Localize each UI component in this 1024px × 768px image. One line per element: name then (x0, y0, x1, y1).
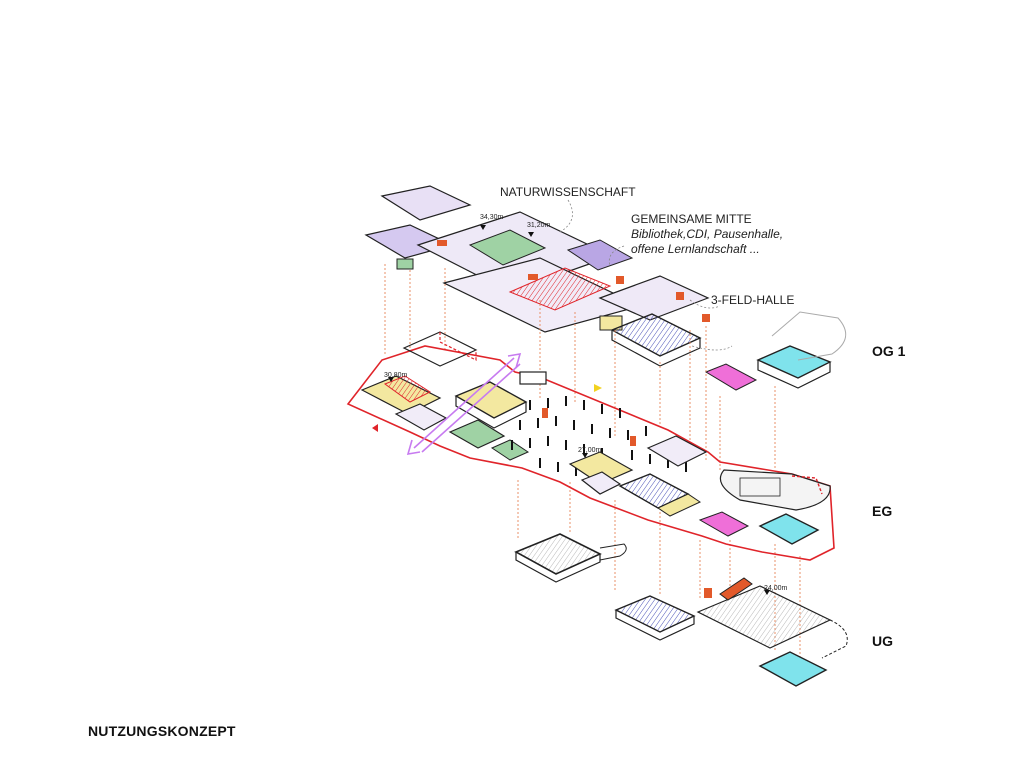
page-title: NUTZUNGSKONZEPT (88, 723, 236, 739)
stair-marker (437, 240, 447, 246)
label-gemeinsame-mitte-line1: Bibliothek,CDI, Pausenhalle, (631, 227, 784, 241)
og1-cyan-room (756, 345, 832, 379)
ug-orange-block (719, 577, 753, 601)
height-24-00: 24,00m (764, 585, 788, 592)
og1-roof-outline (771, 311, 847, 361)
label-gemeinsame-mitte-line2: offene Lernlandschaft ... (631, 242, 760, 256)
eg-pink-room (698, 511, 750, 537)
og1-stair-left (396, 258, 414, 270)
eg-oval-hall (719, 469, 831, 511)
floor-ug (514, 533, 848, 687)
height-34-30: 34,30m (480, 214, 504, 221)
height-30-80: 30,80m (384, 372, 408, 379)
ug-cyan-room (758, 651, 828, 687)
og1-wing-left (380, 185, 472, 221)
level-eg: EG (872, 503, 893, 519)
height-31-20: 31,20m (527, 222, 551, 229)
floor-eg (346, 331, 835, 561)
floor-og1 (364, 185, 847, 391)
level-ug: UG (872, 633, 893, 649)
og1-sports-hall (610, 313, 702, 357)
og1-lab-block (566, 239, 634, 271)
ug-grey-hall (696, 585, 832, 649)
eg-axis-arrow (406, 353, 522, 455)
eg-block-green (448, 419, 506, 449)
eg-yellow-marker (594, 384, 602, 392)
ug-blue-room (614, 595, 696, 633)
og1-science-block (468, 229, 547, 266)
height-27-00: 27,00m (578, 447, 602, 454)
label-3-feld-halle: 3-FELD-HALLE (711, 293, 795, 307)
callout-lines (559, 199, 733, 351)
eg-entrance (519, 371, 547, 385)
eg-cyan-room (758, 513, 820, 545)
level-og1: OG 1 (872, 343, 906, 359)
og1-wing-right (598, 275, 710, 321)
label-gemeinsame-mitte: GEMEINSAME MITTE (631, 212, 752, 226)
label-naturwissenschaft: NATURWISSENSCHAFT (500, 185, 636, 199)
og1-pink-room (704, 363, 758, 391)
